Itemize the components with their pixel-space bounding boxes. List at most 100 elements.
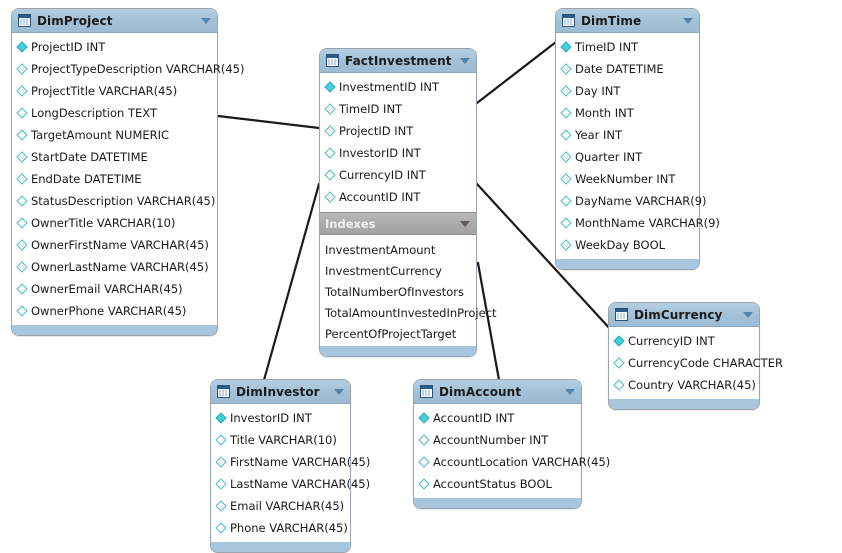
index-row[interactable]: TotalNumberOfInvestors (320, 281, 476, 302)
chevron-down-icon[interactable] (460, 57, 470, 64)
column-row[interactable]: DayName VARCHAR(9) (556, 190, 707, 212)
column-row[interactable]: OwnerLastName VARCHAR(45) (12, 256, 217, 278)
column-row[interactable]: OwnerPhone VARCHAR(45) (12, 300, 217, 322)
chevron-down-icon[interactable] (334, 388, 344, 395)
table-icon (562, 14, 575, 27)
index-label: TotalAmountInvestedInProject (325, 305, 497, 320)
indexes-section-label: Indexes (325, 216, 376, 231)
column-row[interactable]: Phone VARCHAR(45) (211, 517, 350, 539)
column-label: Title VARCHAR(10) (230, 433, 337, 447)
table-title: DimCurrency (634, 307, 723, 322)
column-row[interactable]: InvestorID INT (320, 142, 476, 164)
column-row[interactable]: InvestmentID INT (320, 76, 476, 98)
column-row[interactable]: Country VARCHAR(45) (609, 374, 759, 396)
column-diamond-icon (324, 147, 336, 159)
table-header-diminvestor[interactable]: DimInvestor (211, 380, 350, 404)
relationship-line-dimproject-to-factinvestment[interactable] (216, 114, 321, 130)
primary-key-diamond-icon (215, 412, 227, 424)
column-diamond-icon (560, 195, 572, 207)
column-label: CurrencyCode CHARACTER (628, 356, 783, 370)
column-diamond-icon (560, 217, 572, 229)
column-row[interactable]: AccountLocation VARCHAR(45) (414, 451, 610, 473)
column-row[interactable]: LastName VARCHAR(45) (211, 473, 370, 495)
column-diamond-icon (324, 103, 336, 115)
table-title: DimInvestor (236, 384, 320, 399)
table-icon-bar (616, 309, 627, 312)
column-label: CurrencyID INT (339, 168, 426, 182)
column-row[interactable]: CurrencyCode CHARACTER (609, 352, 783, 374)
table-header-dimtime[interactable]: DimTime (556, 9, 699, 33)
column-row[interactable]: Month INT (556, 102, 699, 124)
column-diamond-icon (418, 478, 430, 490)
chevron-down-icon[interactable] (743, 311, 753, 318)
column-label: Email VARCHAR(45) (230, 499, 345, 513)
column-row[interactable]: WeekNumber INT (556, 168, 699, 190)
column-label: OwnerEmail VARCHAR(45) (31, 282, 183, 296)
index-row[interactable]: InvestmentCurrency (320, 260, 476, 281)
column-row[interactable]: ProjectID INT (320, 120, 476, 142)
column-row[interactable]: OwnerEmail VARCHAR(45) (12, 278, 217, 300)
column-row[interactable]: Year INT (556, 124, 699, 146)
column-row[interactable]: TimeID INT (556, 36, 699, 58)
column-diamond-icon (16, 283, 28, 295)
table-header-factinvestment[interactable]: FactInvestment (320, 49, 476, 73)
relationship-line-factinvestment-to-diminvestor[interactable] (262, 182, 321, 382)
column-row[interactable]: AccountStatus BOOL (414, 473, 581, 495)
column-diamond-icon (16, 261, 28, 273)
column-row[interactable]: OwnerTitle VARCHAR(10) (12, 212, 217, 234)
primary-key-diamond-icon (560, 41, 572, 53)
column-label: AccountStatus BOOL (433, 477, 552, 491)
indexes-section-header[interactable]: Indexes (320, 212, 476, 235)
column-row[interactable]: CurrencyID INT (609, 330, 759, 352)
column-row[interactable]: FirstName VARCHAR(45) (211, 451, 370, 473)
column-row[interactable]: StatusDescription VARCHAR(45) (12, 190, 217, 212)
table-icon (420, 385, 433, 398)
relationship-line-factinvestment-to-dimtime[interactable] (475, 40, 558, 105)
column-row[interactable]: InvestorID INT (211, 407, 350, 429)
table-header-dimproject[interactable]: DimProject (12, 9, 217, 33)
index-row[interactable]: TotalAmountInvestedInProject (320, 302, 497, 323)
chevron-down-icon[interactable] (201, 17, 211, 24)
column-row[interactable]: TimeID INT (320, 98, 476, 120)
column-row[interactable]: EndDate DATETIME (12, 168, 217, 190)
column-row[interactable]: AccountID INT (320, 186, 476, 208)
column-row[interactable]: LongDescription TEXT (12, 102, 217, 124)
column-row[interactable]: ProjectID INT (12, 36, 217, 58)
column-diamond-icon (16, 217, 28, 229)
column-row[interactable]: OwnerFirstName VARCHAR(45) (12, 234, 217, 256)
column-row[interactable]: Quarter INT (556, 146, 699, 168)
column-row[interactable]: AccountID INT (414, 407, 581, 429)
index-row[interactable]: InvestmentAmount (320, 239, 476, 260)
column-row[interactable]: TargetAmount NUMERIC (12, 124, 217, 146)
column-row[interactable]: ProjectTitle VARCHAR(45) (12, 80, 217, 102)
column-diamond-icon (215, 478, 227, 490)
column-row[interactable]: Date DATETIME (556, 58, 699, 80)
table-header-dimcurrency[interactable]: DimCurrency (609, 303, 759, 327)
column-row[interactable]: AccountNumber INT (414, 429, 581, 451)
column-row[interactable]: MonthName VARCHAR(9) (556, 212, 720, 234)
index-row[interactable]: PercentOfProjectTarget (320, 323, 476, 344)
column-row[interactable]: StartDate DATETIME (12, 146, 217, 168)
chevron-down-icon[interactable] (683, 17, 693, 24)
column-row[interactable]: Day INT (556, 80, 699, 102)
chevron-down-icon[interactable] (460, 220, 470, 227)
primary-key-diamond-icon (16, 41, 28, 53)
relationship-line-factinvestment-to-dimaccount[interactable] (476, 261, 501, 382)
chevron-down-icon[interactable] (565, 388, 575, 395)
column-label: Phone VARCHAR(45) (230, 521, 348, 535)
column-row[interactable]: Email VARCHAR(45) (211, 495, 350, 517)
column-row[interactable]: ProjectTypeDescription VARCHAR(45) (12, 58, 244, 80)
table-icon-bar (563, 15, 574, 18)
column-row[interactable]: CurrencyID INT (320, 164, 476, 186)
table-header-dimaccount[interactable]: DimAccount (414, 380, 581, 404)
column-row[interactable]: WeekDay BOOL (556, 234, 699, 256)
column-row[interactable]: Title VARCHAR(10) (211, 429, 350, 451)
